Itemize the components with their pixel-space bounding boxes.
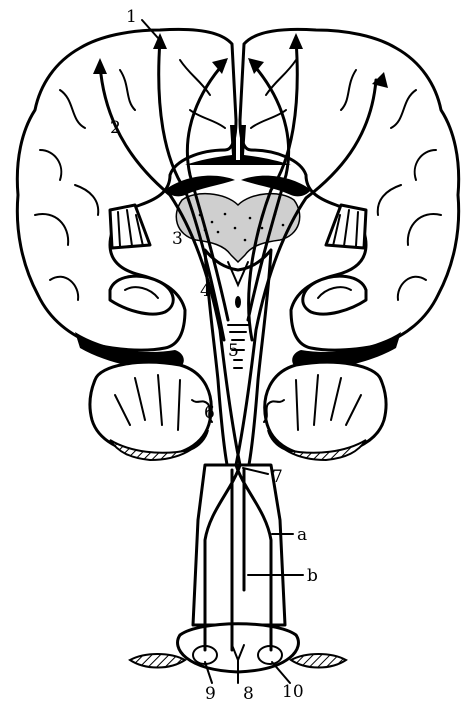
label-3: 3	[172, 229, 183, 249]
right-basal-ganglia	[326, 205, 366, 248]
label-b: b	[307, 566, 318, 586]
aqueduct	[235, 296, 241, 308]
label-a: a	[297, 525, 307, 545]
label-1: 1	[126, 7, 137, 27]
thalamus	[176, 194, 299, 262]
right-cerebellum	[265, 362, 386, 455]
label-10: 10	[282, 682, 304, 702]
label-7: 7	[272, 467, 283, 487]
label-4: 4	[200, 281, 211, 301]
left-cerebellum	[90, 362, 211, 455]
left-spinal-root	[130, 654, 185, 668]
label-5: 5	[228, 341, 239, 361]
label-9: 9	[205, 684, 216, 704]
label-6: 6	[204, 403, 215, 423]
label-2: 2	[110, 118, 121, 138]
left-basal-ganglia	[110, 205, 150, 248]
right-spinal-root	[291, 654, 346, 668]
label-8: 8	[243, 684, 254, 704]
